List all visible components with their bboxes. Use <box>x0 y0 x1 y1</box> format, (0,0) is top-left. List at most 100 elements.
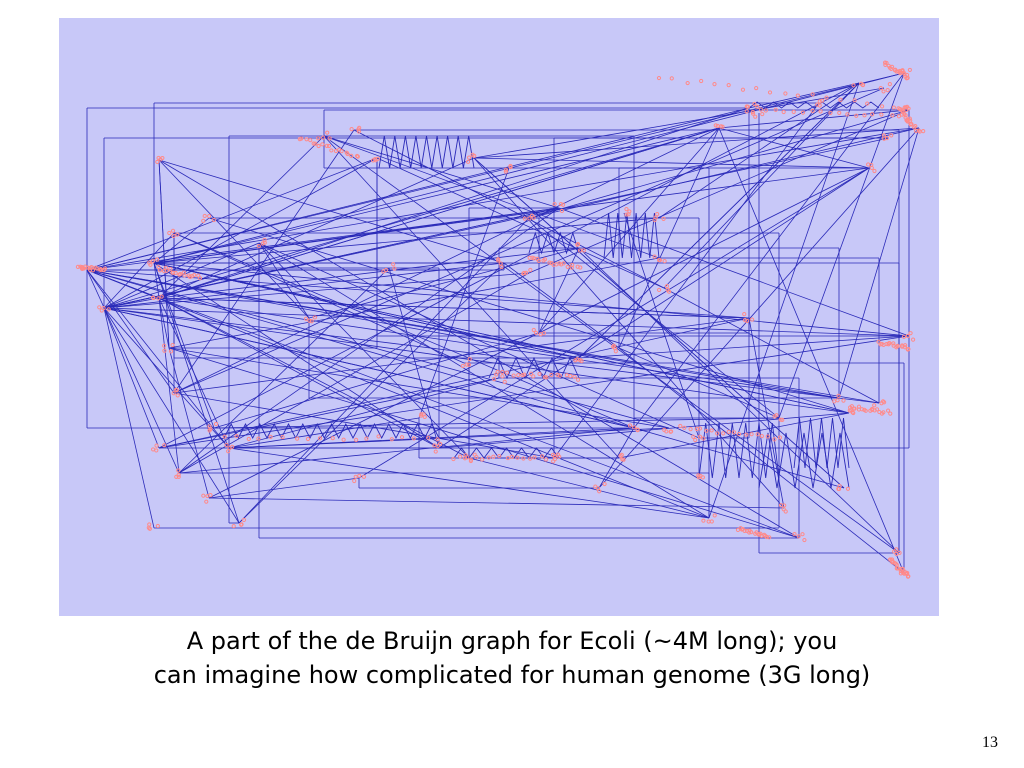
graph-node <box>537 371 542 377</box>
graph-node <box>565 264 570 270</box>
graph-node <box>696 475 701 480</box>
graph-node <box>552 202 557 207</box>
graph-node <box>669 76 674 81</box>
graph-edge <box>208 497 785 509</box>
graph-edge <box>258 242 710 519</box>
graph-node <box>620 457 625 462</box>
graph-node <box>560 202 566 207</box>
graph-node <box>817 99 822 104</box>
graph-node <box>656 287 662 293</box>
graph-node <box>174 474 179 480</box>
graph-node <box>505 455 511 461</box>
graph-node <box>256 244 261 249</box>
graph-node <box>735 527 741 533</box>
graph-zigzag <box>698 422 780 479</box>
graph-edge <box>158 297 180 474</box>
graph-node <box>101 306 106 311</box>
graph-edge <box>158 297 440 449</box>
graph-node <box>466 155 472 160</box>
graph-node <box>791 109 796 114</box>
graph-node <box>204 499 209 504</box>
graph-edge <box>168 257 660 349</box>
graph-zigzag <box>793 417 850 469</box>
graph-node <box>411 436 416 441</box>
graph-node <box>528 371 534 376</box>
graph-node <box>837 483 842 489</box>
graph-edge <box>718 109 910 129</box>
graph-edge <box>528 217 780 419</box>
graph-node <box>155 523 160 529</box>
graph-node <box>745 318 750 324</box>
graph-node <box>611 344 616 349</box>
graph-node <box>828 110 833 115</box>
graph-node <box>376 434 381 439</box>
graph-edge <box>158 82 860 449</box>
graph-node <box>90 268 96 273</box>
graph-zigzag <box>758 432 850 489</box>
graph-node <box>159 294 164 299</box>
graph-node <box>93 265 98 270</box>
graph-node <box>515 455 520 460</box>
graph-nodes <box>75 60 926 579</box>
graph-node <box>174 388 179 393</box>
graph-edge <box>153 262 910 337</box>
graph-node <box>890 560 895 565</box>
graph-node <box>503 169 508 174</box>
graph-node <box>202 213 207 219</box>
graph-node <box>688 427 693 432</box>
graph-node <box>782 503 787 508</box>
graph-node <box>341 437 346 442</box>
graph-node <box>303 316 309 321</box>
graph-edge <box>158 377 500 449</box>
graph-node <box>97 305 102 310</box>
graph-node <box>491 454 496 459</box>
graph-node <box>885 88 890 93</box>
graph-node <box>655 212 660 217</box>
graph-edge <box>418 167 510 419</box>
graph-node <box>892 549 897 554</box>
graph-edges <box>86 72 920 574</box>
graph-node <box>213 421 219 427</box>
graph-node <box>838 97 843 102</box>
graph-node <box>572 374 577 379</box>
graph-node <box>192 272 197 278</box>
graph-node <box>500 374 505 379</box>
graph-node <box>879 104 885 109</box>
graph-edge <box>158 159 800 539</box>
graph-node <box>246 436 251 442</box>
graph-node <box>773 107 778 112</box>
graph-node <box>577 357 583 363</box>
graph-node <box>207 424 212 429</box>
graph-edge <box>618 347 905 574</box>
graph-node <box>499 264 504 270</box>
graph-node <box>486 455 491 460</box>
graph-node <box>536 258 541 263</box>
graph-edge <box>208 217 850 414</box>
graph-node <box>898 70 904 75</box>
graph-node <box>320 142 325 147</box>
graph-edge <box>473 157 870 169</box>
graph-edge <box>238 262 505 524</box>
graph-node <box>544 375 549 380</box>
graph-edge <box>748 82 860 109</box>
graph-node <box>817 103 822 108</box>
graph-node <box>699 78 704 84</box>
graph-node <box>234 433 239 439</box>
graph-edge <box>158 335 910 449</box>
graph-edge <box>153 217 660 264</box>
graph-node <box>870 407 875 412</box>
graph-node <box>435 444 440 449</box>
graph-edge <box>258 242 700 439</box>
graph-edge <box>578 82 860 359</box>
graph-node <box>626 212 631 217</box>
graph-edge <box>258 242 470 459</box>
graph-edge <box>153 262 850 414</box>
graph-node <box>538 332 543 337</box>
graph-node <box>783 509 788 514</box>
graph-node <box>726 82 731 88</box>
graph-node <box>781 507 786 512</box>
graph-node <box>474 455 479 460</box>
graph-node <box>624 212 629 217</box>
graph-node <box>312 315 317 320</box>
graph-node <box>222 434 227 439</box>
